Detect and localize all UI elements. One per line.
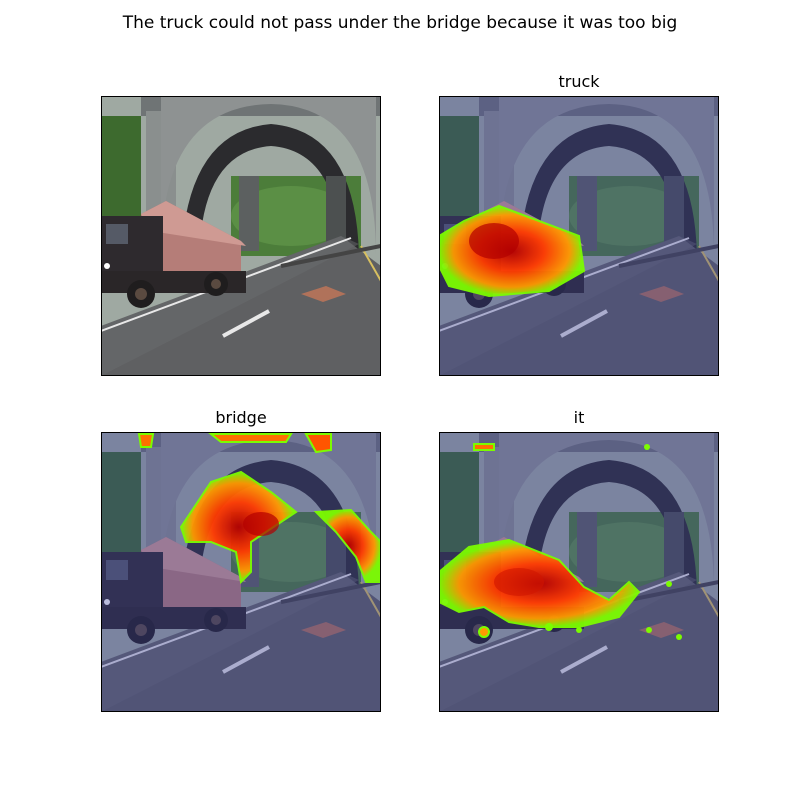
- panel-title-it: it: [573, 408, 585, 427]
- heatmap-overlay-truck: [439, 204, 586, 298]
- image-panel-truck: [439, 96, 719, 376]
- image-panel-it: [439, 432, 719, 712]
- panel-title-truck: truck: [558, 72, 600, 91]
- figure-suptitle: The truck could not pass under the bridg…: [122, 13, 678, 33]
- image-panel-original: [101, 96, 381, 376]
- heatmap-overlay-it: [439, 443, 682, 640]
- panel-title-bridge: bridge: [215, 408, 267, 427]
- heatmap-overlay-bridge: [137, 433, 381, 585]
- image-panel-bridge: [101, 432, 381, 712]
